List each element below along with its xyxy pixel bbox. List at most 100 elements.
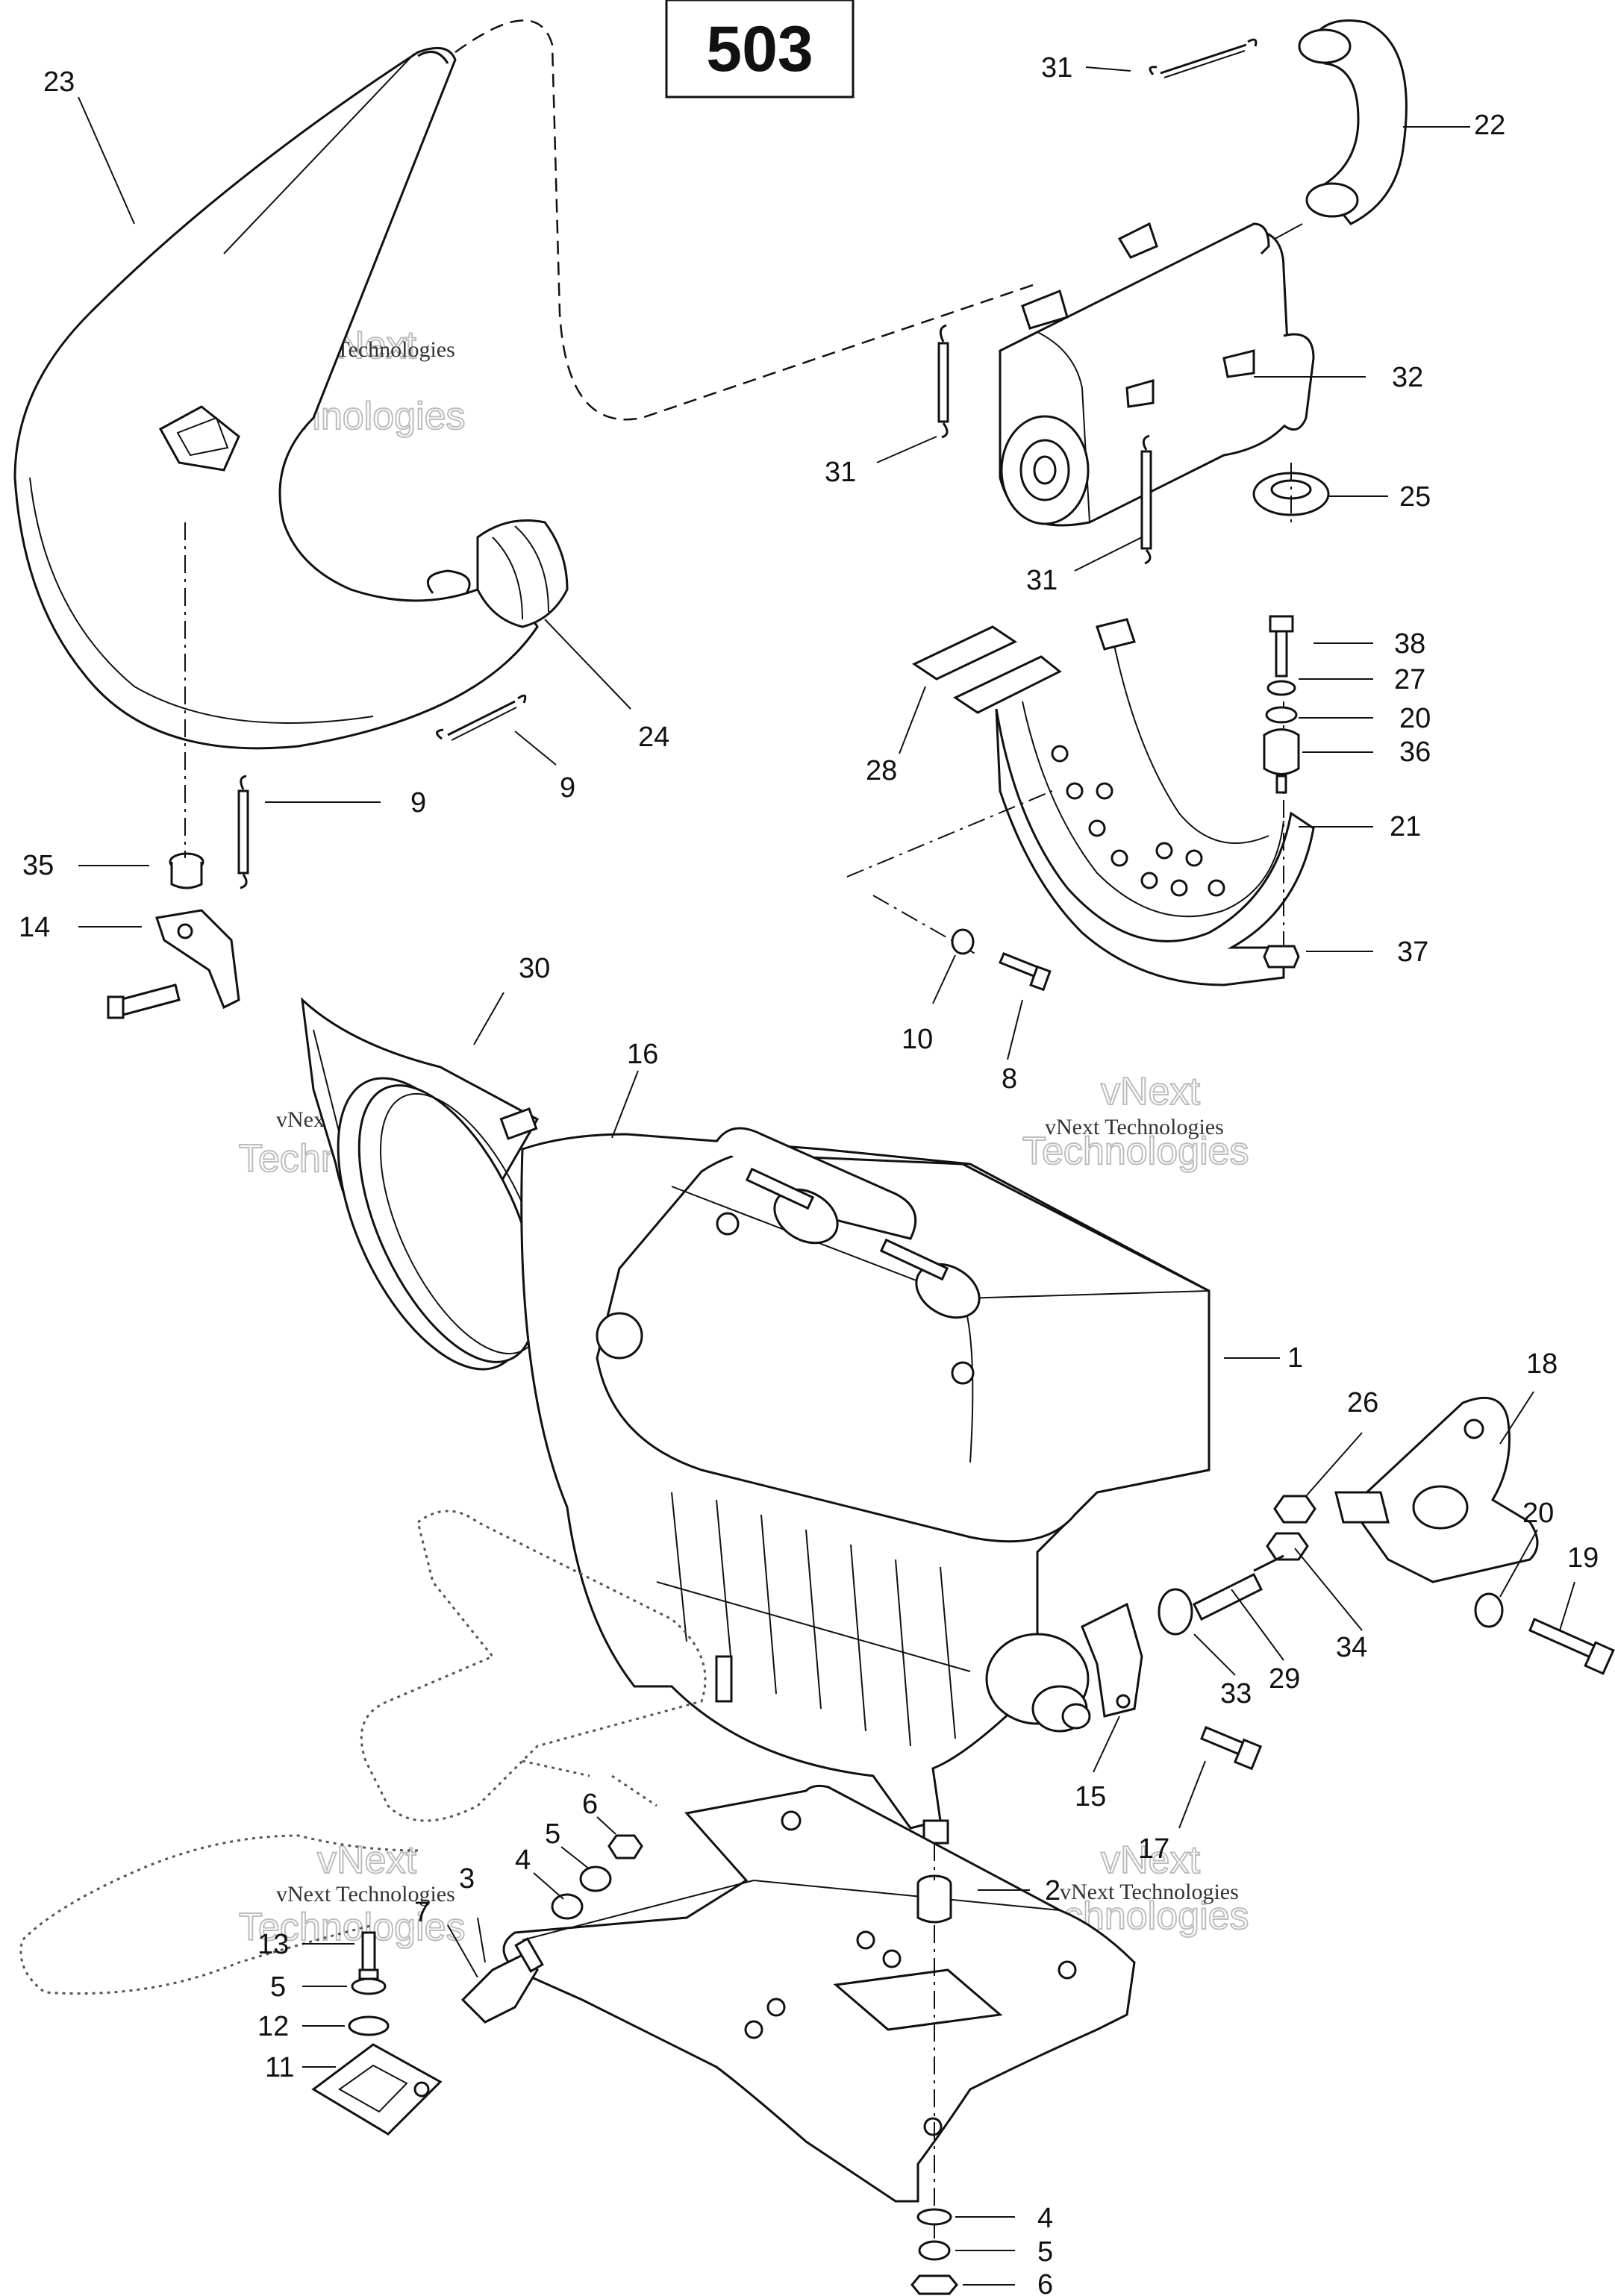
- svg-text:vNext Technologies: vNext Technologies: [276, 1882, 455, 1906]
- callout-4: 4: [1037, 2203, 1053, 2234]
- callout-36: 36: [1399, 736, 1431, 768]
- callout-5: 5: [545, 1818, 560, 1850]
- callout-16: 16: [627, 1039, 658, 1070]
- callout-31: 31: [825, 457, 856, 488]
- nut-6-top: [607, 1834, 643, 1859]
- bracket-15: [1081, 1602, 1143, 1718]
- svg-text:vNext: vNext: [317, 1839, 416, 1882]
- bolt-17: [1200, 1726, 1263, 1771]
- assembly-line-support: [846, 701, 1284, 956]
- callout-10: 10: [902, 1024, 933, 1055]
- svg-text:vNext: vNext: [1101, 1070, 1200, 1113]
- nut-26: [1273, 1495, 1316, 1524]
- part-engine-support-plate: [502, 1784, 1136, 2203]
- callout-30: 30: [519, 953, 550, 984]
- callout-15: 15: [1075, 1781, 1106, 1812]
- callout-20: 20: [1522, 1498, 1554, 1529]
- callout-5: 5: [270, 1971, 286, 2003]
- washer-4-bottom: [916, 2208, 952, 2226]
- watermark: vNext Technologies vNext Technologies: [1022, 1838, 1250, 1939]
- callout-24: 24: [638, 722, 669, 753]
- callout-19: 19: [1567, 1542, 1599, 1574]
- callout-35: 35: [22, 850, 54, 881]
- callout-23: 23: [43, 66, 75, 98]
- bolt-38: [1269, 615, 1294, 678]
- rubber-mount-7: [460, 1937, 544, 2024]
- callout-37: 37: [1397, 936, 1428, 968]
- callout-25: 25: [1399, 481, 1431, 513]
- bolt-19: [1528, 1617, 1615, 1675]
- spring-9-vertical: [237, 775, 249, 889]
- callout-21: 21: [1390, 811, 1421, 842]
- callout-9: 9: [560, 772, 575, 804]
- stud-29: [1158, 1554, 1284, 1636]
- callout-2: 2: [1045, 1875, 1060, 1906]
- diagram-title: 503: [706, 13, 813, 85]
- assembly-line-pipe-muffler: [454, 19, 1038, 421]
- callout-18: 18: [1526, 1348, 1558, 1380]
- callout-9: 9: [410, 787, 426, 819]
- diagram-title-box: 503: [665, 0, 855, 98]
- callout-7: 7: [414, 1897, 430, 1928]
- part-32-muffler: [999, 222, 1315, 527]
- washer-5-left: [351, 1977, 387, 1995]
- lock-washer-27: [1266, 680, 1296, 696]
- callout-34: 34: [1336, 1632, 1367, 1663]
- callouts: 23 31 22 3 2 31 25 31 38 27 20 36 28 21 3…: [19, 52, 1599, 2296]
- callout-11: 11: [265, 2052, 294, 2083]
- leader-lines: [78, 66, 1575, 2286]
- callout-6: 6: [1037, 2269, 1053, 2296]
- washer-5-bottom: [918, 2240, 951, 2261]
- callout-31: 31: [1026, 565, 1058, 596]
- part-22-elbow-sleeve: [1261, 19, 1408, 247]
- watermark: vNext Technologies vNext Technologies: [238, 1838, 466, 1950]
- callout-13: 13: [257, 1929, 289, 1960]
- callout-31: 31: [1041, 52, 1072, 84]
- washer-5-top: [579, 1865, 612, 1892]
- washer-20-plate: [1474, 1592, 1504, 1628]
- svg-text:Technologies: Technologies: [1022, 1130, 1249, 1173]
- callout-8: 8: [1002, 1063, 1017, 1095]
- bracket-11: [311, 2043, 443, 2136]
- spring-9-pipe: [436, 694, 527, 741]
- spring-31-top: [1149, 38, 1258, 78]
- washer-12: [348, 2015, 390, 2036]
- callout-5: 5: [1037, 2236, 1053, 2268]
- rubber-mount-36: [1263, 728, 1300, 794]
- svg-text:Technologies: Technologies: [239, 1906, 466, 1949]
- part-35-mount: [169, 852, 204, 889]
- part-16-clamp: [337, 1077, 546, 1371]
- nut-34: [1266, 1532, 1309, 1561]
- svg-text:vNext Technologies: vNext Technologies: [1060, 1880, 1239, 1904]
- part-25-grommet: [1252, 463, 1330, 522]
- callout-26: 26: [1347, 1387, 1378, 1418]
- callout-28: 28: [866, 755, 897, 786]
- watermark: vNext Technologies vNext Technologies: [1022, 1069, 1250, 1174]
- svg-text:vNext: vNext: [1101, 1839, 1200, 1882]
- bolt-8: [999, 952, 1052, 992]
- washer-4-top: [551, 1893, 584, 1920]
- part-18-mount-plate: [1334, 1396, 1539, 1583]
- part-1-engine-assembly: [520, 1127, 1211, 1845]
- callout-33: 33: [1220, 1678, 1252, 1710]
- callout-38: 38: [1394, 628, 1425, 660]
- washer-10: [951, 928, 975, 955]
- stud-13: [358, 1931, 379, 1980]
- part-14-bracket: [107, 909, 240, 1019]
- callout-22: 22: [1474, 110, 1505, 141]
- callout-1: 1: [1287, 1342, 1303, 1374]
- nut-6-bottom: [910, 2274, 958, 2295]
- spacer-2: [916, 1874, 952, 1924]
- part-23-tuned-pipe: [13, 46, 569, 750]
- callout-20: 20: [1399, 703, 1431, 734]
- spring-31-left: [937, 324, 949, 439]
- callout-29: 29: [1269, 1663, 1300, 1695]
- callout-6: 6: [582, 1789, 598, 1820]
- callout-3: 3: [459, 1863, 475, 1895]
- nut-37: [1263, 945, 1300, 969]
- callout-17: 17: [1138, 1833, 1169, 1865]
- spring-31-right: [1140, 434, 1152, 565]
- callout-12: 12: [257, 2011, 289, 2042]
- callout-27: 27: [1394, 664, 1425, 695]
